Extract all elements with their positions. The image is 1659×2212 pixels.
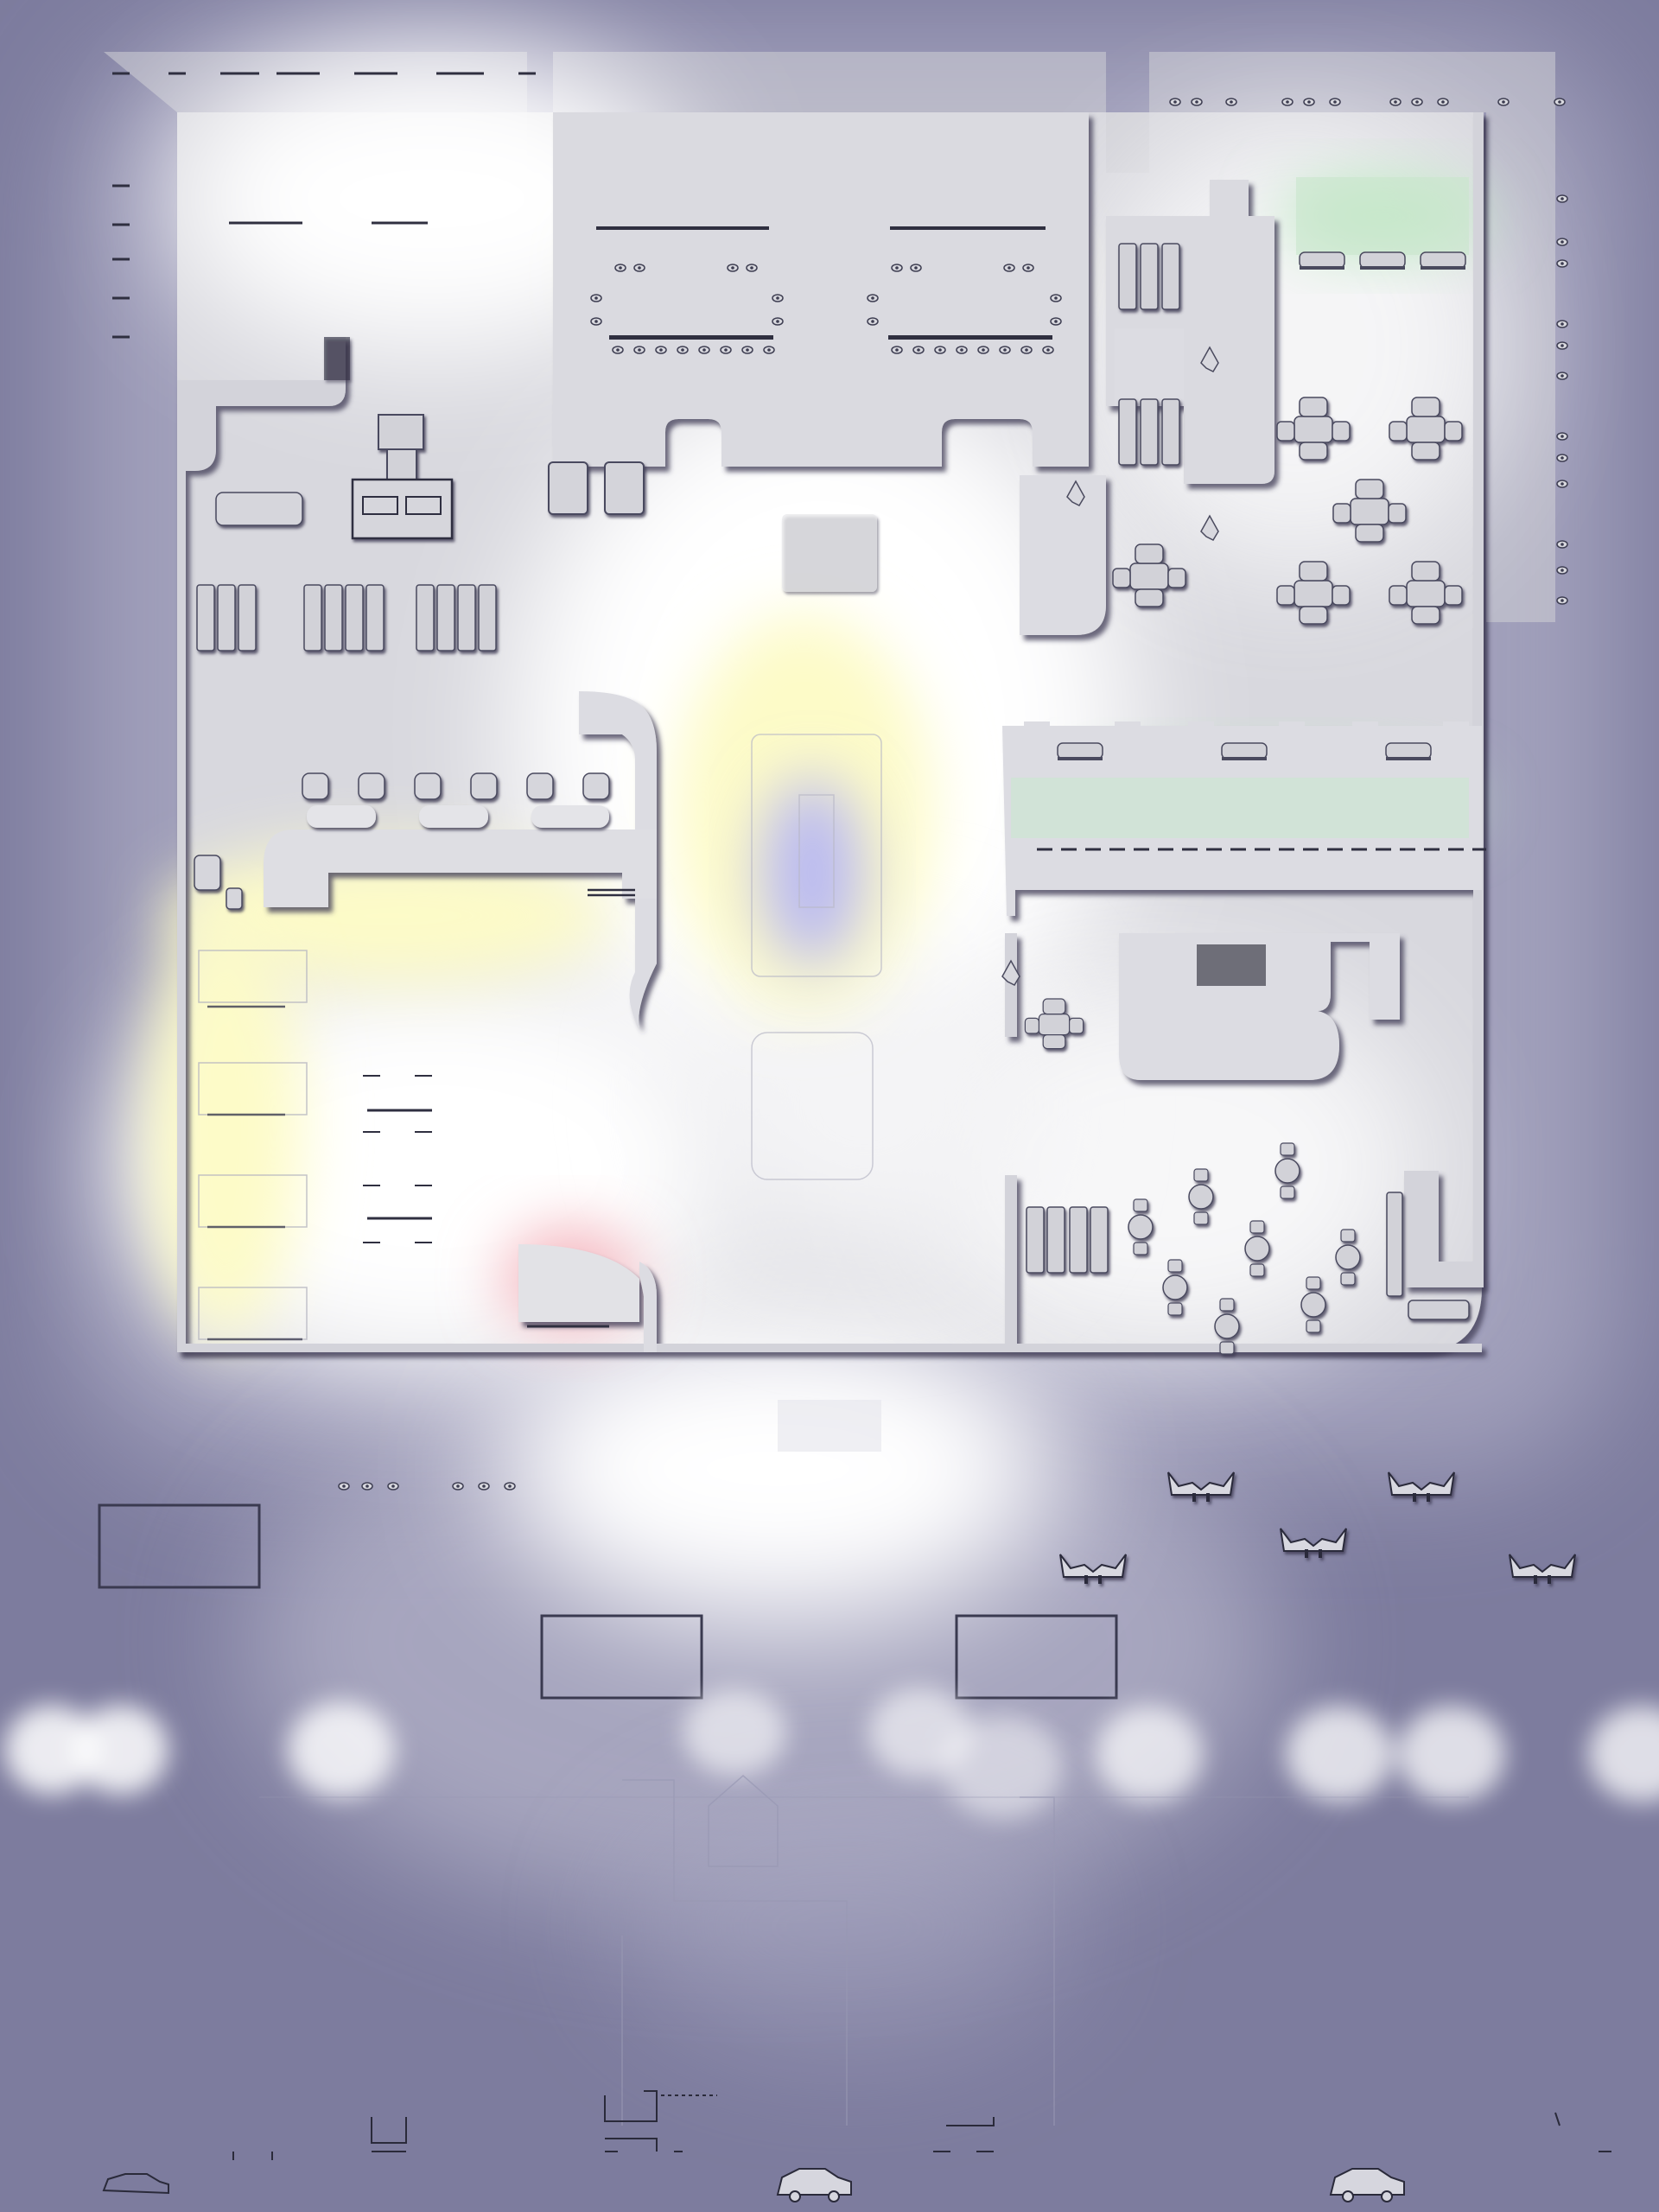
kiosks bbox=[548, 461, 877, 592]
plaza-south bbox=[98, 1400, 1118, 1700]
west-benches bbox=[196, 584, 497, 652]
street-lights-row bbox=[4, 1688, 1659, 1819]
restroom-block-west bbox=[198, 950, 308, 1341]
conference-room-east bbox=[867, 226, 1062, 354]
conference-room-west bbox=[590, 226, 784, 354]
counter-stools bbox=[194, 772, 610, 910]
car-icon bbox=[102, 2168, 1405, 2202]
sofa-icon bbox=[215, 492, 303, 526]
plant-icon bbox=[1001, 346, 1219, 986]
machine-icon bbox=[324, 337, 454, 540]
display-panel bbox=[1197, 944, 1266, 986]
atrium-central bbox=[751, 734, 882, 1180]
green-counter-north bbox=[1296, 177, 1469, 270]
green-counter-east bbox=[1011, 721, 1486, 851]
northwest-fixtures bbox=[112, 72, 536, 339]
west-room-tables bbox=[363, 888, 635, 1328]
dining-booths bbox=[1386, 1192, 1470, 1320]
bottom-debris bbox=[232, 2090, 1611, 2160]
site-linework bbox=[259, 1775, 1469, 2126]
